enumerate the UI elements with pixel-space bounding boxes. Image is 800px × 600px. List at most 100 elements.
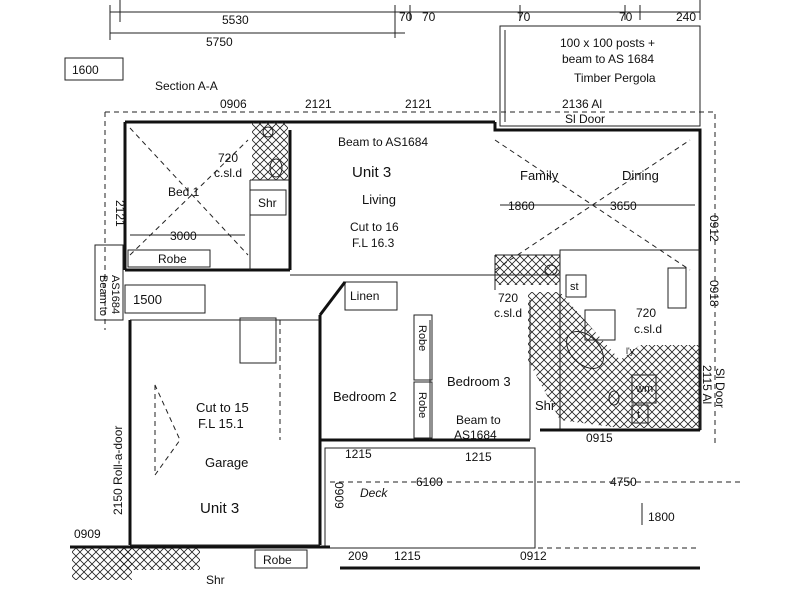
dim-1215-a: 1215 xyxy=(345,447,372,461)
lower-dimensions: 1215 1215 6100 4750 0909 Deck 1800 0909 … xyxy=(70,447,740,587)
dim-2121-a: 2121 xyxy=(305,97,332,111)
dim-70-d: 70 xyxy=(619,10,633,24)
beam-note-left-2: AS1684 xyxy=(109,275,121,314)
dim-0912-right: 0912 xyxy=(707,215,721,242)
top-dimension-chain: 5530 70 70 70 70 240 5750 1600 xyxy=(64,0,701,81)
dim-720-c: 720 xyxy=(636,306,656,320)
dim-0918: 0918 xyxy=(707,280,721,307)
bathroom-tiled-area xyxy=(528,292,700,428)
bath-icon xyxy=(566,331,604,369)
shower-base xyxy=(584,309,616,341)
sliding-door-top: Sl Door xyxy=(565,112,605,126)
dim-3650: 3650 xyxy=(610,199,637,213)
basin-icon xyxy=(269,158,283,178)
dim-209: 209 xyxy=(348,549,368,563)
sliding-door-bottom: Sl Door xyxy=(713,368,727,408)
bench-fixture xyxy=(667,267,687,309)
dim-0912-bottom: 0912 xyxy=(520,549,547,563)
storage-label: st xyxy=(570,281,579,293)
laundry-label: l'y xyxy=(626,346,635,356)
pergola-beam-note: beam to AS 1684 xyxy=(562,52,654,66)
dim-2136: 2136 Al xyxy=(562,97,602,111)
unit-label-bottom: Unit 3 xyxy=(200,500,239,517)
dim-1860: 1860 xyxy=(508,199,535,213)
dim-0906: 0906 xyxy=(220,97,247,111)
roof-outline xyxy=(105,111,716,445)
washing-machine-label: wm xyxy=(635,383,653,395)
pergola-label: Timber Pergola xyxy=(574,71,656,85)
dim-5530: 5530 xyxy=(222,13,249,27)
bedroom-2-label: Bedroom 2 xyxy=(333,389,397,404)
bedrooms-2-3: Robe Robe Bedroom 2 Bedroom 3 Beam to AS… xyxy=(318,281,727,445)
bedroom-1-label: Bed 1 xyxy=(168,185,200,199)
dim-1800: 1800 xyxy=(648,510,675,524)
dim-5750: 5750 xyxy=(206,35,233,49)
dim-6100: 6100 xyxy=(416,475,443,489)
shower-label-bottom: Shr xyxy=(206,573,225,587)
dim-720-a: 720 xyxy=(218,151,238,165)
sliding-door-note-a: c.sl.d xyxy=(214,166,242,180)
floor-level-note: F.L 16.3 xyxy=(352,236,395,250)
robe-label-bottom: Robe xyxy=(263,553,292,567)
roll-a-door-label: 2150 Roll-a-door xyxy=(111,426,125,515)
washing-machine-box xyxy=(631,374,657,404)
upper-dimensions: 0906 2121 2121 2136 Al Sl Door xyxy=(220,97,605,126)
laundry-tiled-area xyxy=(495,255,560,285)
living-room-label: Living xyxy=(362,192,396,207)
tub-box xyxy=(631,404,649,424)
unit-label-top: Unit 3 xyxy=(352,164,391,181)
dim-2121-b: 2121 xyxy=(405,97,432,111)
shower-label-1: Shr xyxy=(258,196,277,210)
storage-box xyxy=(565,274,587,298)
dim-240: 240 xyxy=(676,10,696,24)
dim-1500: 1500 xyxy=(133,292,162,307)
pergola-posts-note: 100 x 100 posts + xyxy=(560,36,655,50)
sliding-door-note-b: c.sl.d xyxy=(494,306,522,320)
dim-70-c: 70 xyxy=(517,10,531,24)
room-labels: Beam to AS1684 Unit 3 Living Cut to 16 F… xyxy=(94,135,721,421)
beam-note-left-1: Beam to xyxy=(97,275,109,316)
cut-level-note: Cut to 16 xyxy=(350,220,399,234)
dim-70-a: 70 xyxy=(399,10,413,24)
dim-2121-side: 2121 xyxy=(113,200,127,227)
dim-70-b: 70 xyxy=(422,10,436,24)
robe-label-3: Robe xyxy=(416,392,428,418)
robe-label-1: Robe xyxy=(158,252,187,266)
robe-label-2: Robe xyxy=(416,325,428,351)
deck-label: Deck xyxy=(360,486,388,500)
dim-3000: 3000 xyxy=(170,229,197,243)
dim-1215-b: 1215 xyxy=(465,450,492,464)
timber-pergola: 100 x 100 posts + beam to AS 1684 Timber… xyxy=(499,25,701,127)
garage-floor-level: F.L 15.1 xyxy=(198,416,244,431)
section-label: Section A-A xyxy=(155,79,218,93)
bed1-diagonal xyxy=(129,127,249,256)
bedroom-3-label: Bedroom 3 xyxy=(447,374,511,389)
dim-2115: 2115 Al xyxy=(700,365,714,404)
dining-room-label: Dining xyxy=(622,168,659,183)
family-room-label: Family xyxy=(520,168,559,183)
toilet-icon-2 xyxy=(544,264,558,276)
garage-cut-note: Cut to 15 xyxy=(196,400,249,415)
dim-1600: 1600 xyxy=(72,63,99,77)
sliding-door-note-c: c.sl.d xyxy=(634,322,662,336)
linen-label: Linen xyxy=(350,289,379,303)
beam-note-bottom-1: Beam to xyxy=(456,413,501,427)
garage-marker xyxy=(154,384,181,477)
dim-720-b: 720 xyxy=(498,291,518,305)
beam-note-living: Beam to AS1684 xyxy=(338,135,428,149)
shower-label-2: Shr xyxy=(535,398,556,413)
dim-0909-left: 0909 xyxy=(74,527,101,541)
dim-0915: 0915 xyxy=(586,431,613,445)
dim-1215-c: 1215 xyxy=(394,549,421,563)
garage-label: Garage xyxy=(205,455,248,470)
beam-note-bottom-2: AS1684 xyxy=(454,428,497,442)
lower-tiled-area-mid xyxy=(120,548,200,570)
tub-label: t xyxy=(637,409,640,421)
dim-4750: 4750 xyxy=(610,475,637,489)
basin-icon-2 xyxy=(608,390,620,406)
dim-0909-right: 0909 xyxy=(332,482,346,509)
garage: Cut to 15 F.L 15.1 Garage Unit 3 2150 Ro… xyxy=(111,317,322,546)
toilet-icon xyxy=(262,126,274,138)
